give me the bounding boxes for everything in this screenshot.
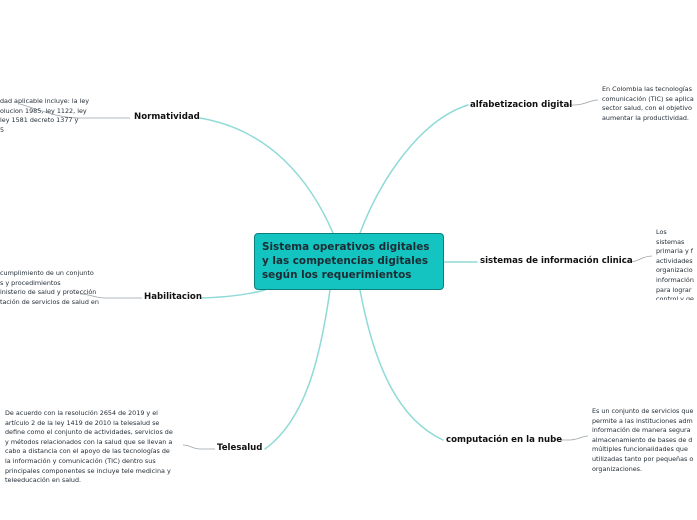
topic-alfabetizacion-digital-label: alfabetizacion digital — [470, 100, 573, 110]
topic-sistemas-informacion-clinica-label: sistemas de información clinica — [480, 256, 633, 266]
note-habilitacion: cumplimiento de un conjunto s y procedim… — [0, 269, 99, 306]
branch-alfabetizacion — [359, 104, 469, 234]
topic-telesalud[interactable]: Telesalud — [217, 443, 262, 454]
branch-habilitacion — [201, 289, 266, 299]
central-topic[interactable]: Sistema operativos digitales y las compe… — [254, 233, 444, 290]
topic-habilitacion[interactable]: Habilitacion — [144, 292, 202, 303]
central-topic-title: Sistema operativos digitales y las compe… — [262, 241, 430, 281]
topic-normatividad-label: Normatividad — [134, 112, 200, 122]
note-computacion-nube: Es un conjunto de servicios que permite … — [592, 407, 694, 473]
leader-habilitacion — [79, 293, 142, 299]
note-telesalud: De acuerdo con la resolución 2654 de 201… — [5, 409, 173, 485]
leader-sistemas — [622, 255, 653, 263]
topic-computacion-nube[interactable]: computación en la nube — [446, 435, 562, 446]
branch-telesalud — [264, 289, 331, 450]
topic-telesalud-label: Telesalud — [217, 443, 263, 453]
note-sistemas-informacion-clinica: Los sistemas primaria y f actividades or… — [656, 228, 694, 300]
note-alfabetizacion-digital: En Colombia las tecnologías comunicación… — [602, 85, 694, 122]
topic-alfabetizacion-digital[interactable]: alfabetizacion digital — [470, 100, 572, 111]
branch-normatividad — [199, 117, 334, 234]
leader-normatividad — [19, 103, 130, 119]
topic-computacion-nube-label: computación en la nube — [446, 435, 563, 445]
leader-telesalud — [182, 444, 215, 450]
note-normatividad: dad aplicable incluye: la ley olucion 19… — [0, 97, 90, 134]
topic-sistemas-informacion-clinica[interactable]: sistemas de información clinica — [480, 256, 633, 267]
branch-nube — [359, 289, 444, 441]
leader-alfabetizacion — [567, 99, 599, 106]
topic-normatividad[interactable]: Normatividad — [134, 112, 200, 123]
topic-habilitacion-label: Habilitacion — [144, 292, 202, 302]
leader-nube — [560, 435, 589, 441]
